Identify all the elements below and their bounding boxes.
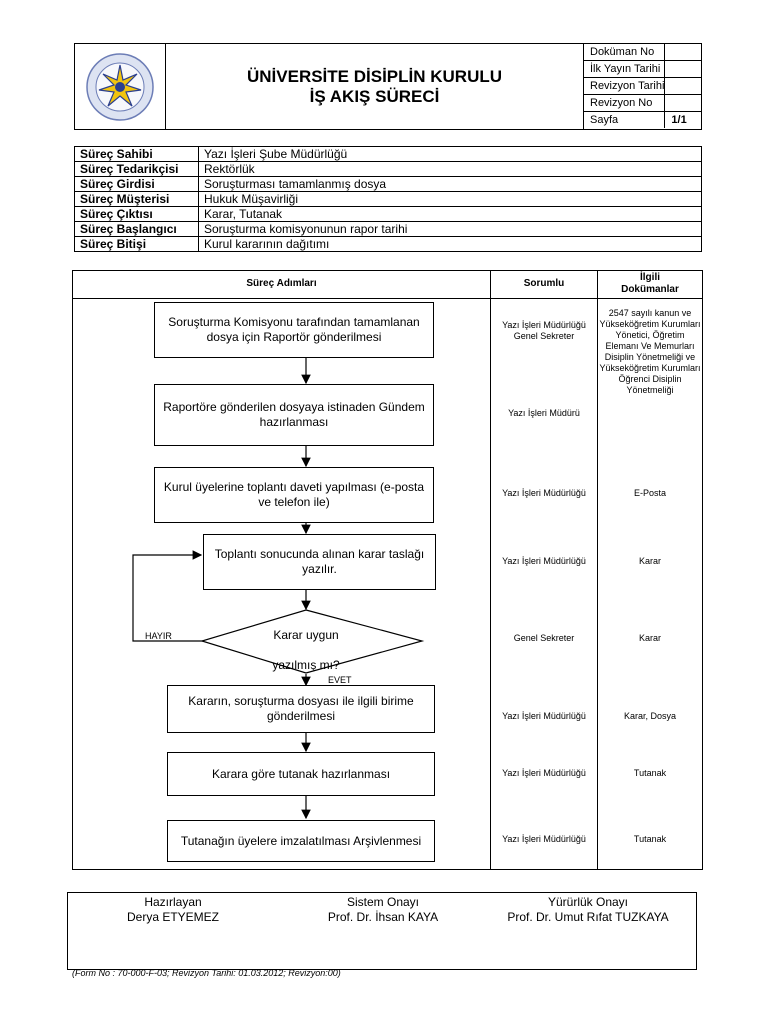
info-key: Süreç Sahibi bbox=[74, 146, 199, 162]
university-logo bbox=[86, 53, 154, 121]
form-number: (Form No : 70-000-F-03; Revizyon Tarihi:… bbox=[72, 968, 341, 978]
docs-3: E-Posta bbox=[633, 488, 666, 498]
step-3-box: Kurul üyelerine toplantı daveti yapılmas… bbox=[154, 467, 434, 523]
step-6-box: Kararın, soruşturma dosyası ile ilgili b… bbox=[167, 685, 435, 733]
system-approval: Sistem Onayı Prof. Dr. İhsan KAYA bbox=[298, 895, 468, 925]
meta-value bbox=[664, 44, 702, 61]
info-value: Soruşturma komisyonunun rapor tarihi bbox=[198, 221, 702, 237]
column-header-responsible: Sorumlu bbox=[523, 278, 565, 289]
info-key: Süreç Tedarikçisi bbox=[74, 161, 199, 177]
meta-label: Sayfa bbox=[590, 114, 619, 126]
docs-1: 2547 sayılı kanun ve Yükseköğretim Kurum… bbox=[599, 308, 701, 395]
meta-value: 1/1 bbox=[664, 111, 702, 128]
info-value: Karar, Tutanak bbox=[198, 206, 702, 222]
column-header-docs-line1: İlgili bbox=[640, 272, 660, 283]
meta-label: Doküman No bbox=[584, 44, 665, 61]
docs-8: Tutanak bbox=[633, 834, 667, 844]
responsible-7: Yazı İşleri Müdürlüğü bbox=[502, 768, 586, 778]
docs-5: Karar bbox=[638, 633, 661, 643]
decision-diamond bbox=[199, 609, 425, 674]
document-title: ÜNİVERSİTE DİSİPLİN KURULU bbox=[246, 66, 503, 86]
meta-label: Revizyon No bbox=[584, 94, 665, 112]
responsible-8: Yazı İşleri Müdürlüğü bbox=[502, 834, 586, 844]
docs-6: Karar, Dosya bbox=[623, 711, 677, 721]
meta-row: Revizyon Tarihi bbox=[584, 77, 702, 95]
column-header-docs: İlgili Dokümanlar bbox=[598, 272, 702, 296]
info-key: Süreç Başlangıcı bbox=[74, 221, 199, 237]
responsible-4: Yazı İşleri Müdürlüğü bbox=[502, 556, 586, 566]
info-key: Süreç Müşterisi bbox=[74, 191, 199, 207]
info-value: Rektörlük bbox=[198, 161, 702, 177]
column-divider bbox=[490, 271, 491, 869]
effective-approval: Yürürlük Onayı Prof. Dr. Umut Rıfat TUZK… bbox=[488, 895, 688, 925]
document-subtitle: İŞ AKIŞ SÜRECİ bbox=[309, 86, 440, 106]
column-header-steps: Süreç Adımları bbox=[246, 278, 317, 289]
info-key: Süreç Çıktısı bbox=[74, 206, 199, 222]
effective-title: Yürürlük Onayı bbox=[547, 895, 629, 909]
responsible-5: Genel Sekreter bbox=[513, 633, 575, 643]
system-title: Sistem Onayı bbox=[346, 895, 420, 909]
info-key: Süreç Bitişi bbox=[74, 236, 199, 252]
no-label: HAYIR bbox=[145, 631, 172, 641]
decision-text-line1: Karar uygun bbox=[273, 628, 339, 642]
column-header-docs-line2: Dokümanlar bbox=[621, 284, 679, 295]
responsible-1: Yazı İşleri Müdürlüğü Genel Sekreter bbox=[502, 320, 586, 341]
info-value: Soruşturması tamamlanmış dosya bbox=[198, 176, 702, 192]
responsible-2: Yazı İşleri Müdürü bbox=[508, 408, 580, 418]
system-name: Prof. Dr. İhsan KAYA bbox=[327, 910, 439, 924]
step-2-box: Raportöre gönderilen dosyaya istinaden G… bbox=[154, 384, 434, 446]
meta-label: İlk Yayın Tarihi bbox=[584, 60, 665, 78]
logo-cell bbox=[75, 44, 166, 129]
step-7-box: Karara göre tutanak hazırlanması bbox=[167, 752, 435, 796]
column-divider bbox=[597, 271, 598, 869]
meta-row: İlk Yayın Tarihi bbox=[584, 60, 702, 78]
info-value: Hukuk Müşavirliği bbox=[198, 191, 702, 207]
decision-text-line2: yazılmış mı? bbox=[272, 658, 340, 672]
document-meta-table: Doküman No İlk Yayın Tarihi Revizyon Tar… bbox=[584, 44, 702, 128]
effective-name: Prof. Dr. Umut Rıfat TUZKAYA bbox=[507, 910, 669, 924]
flow-connectors bbox=[132, 358, 425, 820]
title-cell: ÜNİVERSİTE DİSİPLİN KURULU İŞ AKIŞ SÜREC… bbox=[166, 44, 584, 129]
prepared-title: Hazırlayan bbox=[144, 895, 202, 909]
step-1-box: Soruşturma Komisyonu tarafından tamamlan… bbox=[154, 302, 434, 358]
step-8-box: Tutanağın üyelere imzalatılması Arşivlen… bbox=[167, 820, 435, 862]
meta-value bbox=[664, 60, 702, 78]
responsible-6: Yazı İşleri Müdürlüğü bbox=[502, 711, 586, 721]
info-value: Kurul kararının dağıtımı bbox=[198, 236, 702, 252]
meta-row: Sayfa 1/1 bbox=[584, 111, 702, 128]
document-header: ÜNİVERSİTE DİSİPLİN KURULU İŞ AKIŞ SÜREC… bbox=[74, 43, 702, 130]
process-flow-table: Süreç Adımları Sorumlu İlgili Dokümanlar… bbox=[72, 270, 703, 870]
meta-value bbox=[664, 77, 702, 95]
yes-label: EVET bbox=[328, 675, 352, 685]
info-value: Yazı İşleri Şube Müdürlüğü bbox=[198, 146, 702, 162]
docs-7: Tutanak bbox=[633, 768, 667, 778]
meta-row: Doküman No bbox=[584, 44, 702, 61]
meta-value bbox=[664, 94, 702, 112]
header-divider bbox=[73, 298, 702, 299]
step-4-box: Toplantı sonucunda alınan karar taslağı … bbox=[203, 534, 436, 590]
prepared-name: Derya ETYEMEZ bbox=[126, 910, 219, 924]
loop-back-arrow bbox=[132, 550, 203, 642]
meta-label: Revizyon Tarihi bbox=[584, 77, 665, 95]
meta-row: Revizyon No bbox=[584, 94, 702, 112]
prepared-by: Hazırlayan Derya ETYEMEZ bbox=[88, 895, 258, 925]
info-key: Süreç Girdisi bbox=[74, 176, 199, 192]
responsible-3: Yazı İşleri Müdürlüğü bbox=[502, 488, 586, 498]
docs-4: Karar bbox=[638, 556, 661, 566]
approval-footer: Hazırlayan Derya ETYEMEZ Sistem Onayı Pr… bbox=[67, 892, 697, 970]
